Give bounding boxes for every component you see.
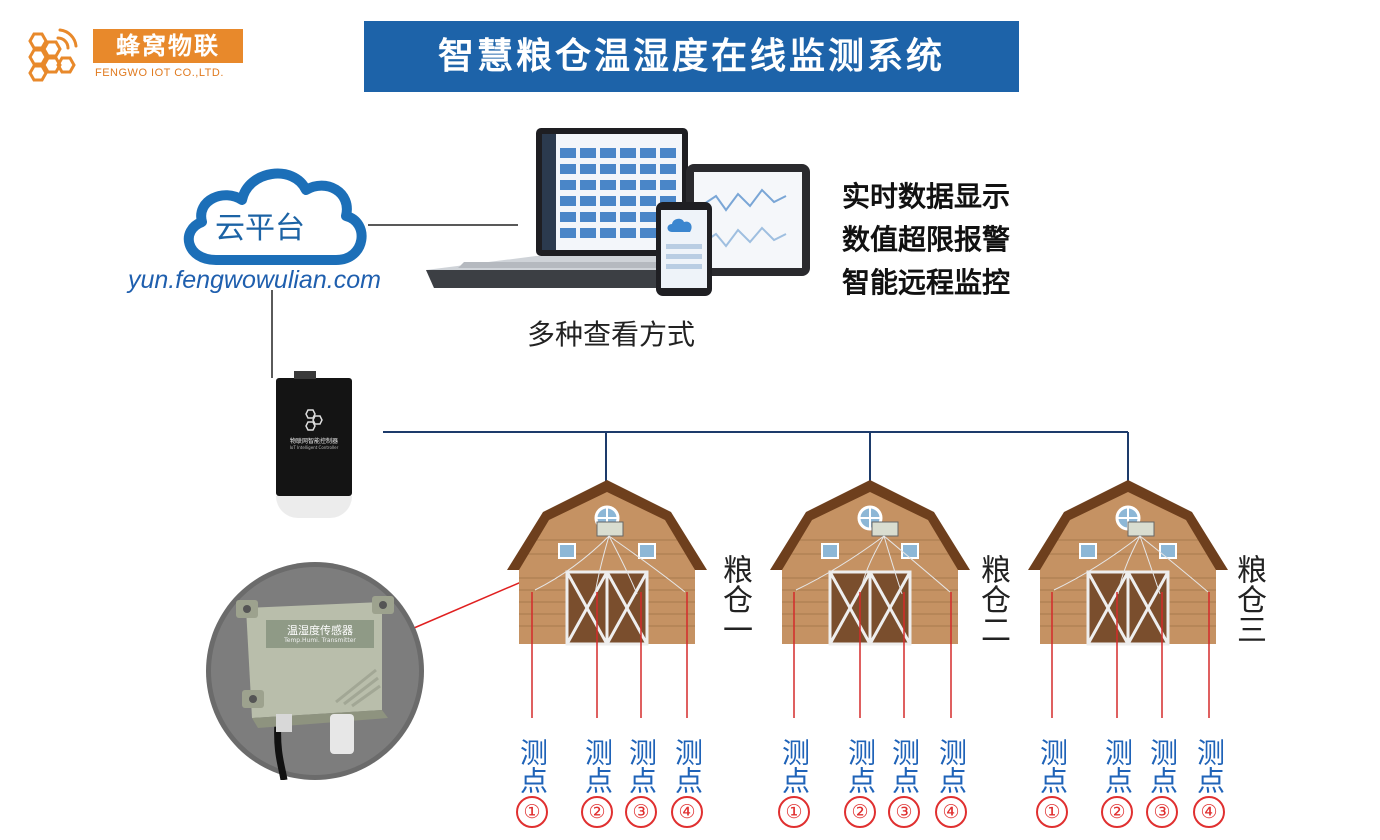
logo-chinese-name: 蜂窝物联 <box>93 29 243 63</box>
measure-point-text: 测点 <box>625 738 658 794</box>
measure-point-number: ④ <box>1193 796 1225 828</box>
measure-point-number: ② <box>581 796 613 828</box>
controller-label-en: IoT Intelligent Controller <box>289 445 339 450</box>
measure-point-number: ① <box>1036 796 1068 828</box>
measure-point-number: ② <box>1101 796 1133 828</box>
measure-point-text: 测点 <box>844 738 877 794</box>
controller-device: 物联网智能控制器 IoT Intelligent Controller <box>276 371 352 496</box>
granary-barn-2 <box>770 480 970 646</box>
measure-point: 测点 ① <box>510 738 554 828</box>
measure-point-text: 测点 <box>671 738 704 794</box>
measure-point-number: ④ <box>671 796 703 828</box>
measure-point: 测点 ④ <box>1187 738 1231 828</box>
granary-label-text: 粮仓三 <box>1231 554 1266 644</box>
sensor-label-en: Temp.Humi. Transmitter <box>284 637 356 644</box>
measure-point: 测点 ③ <box>1140 738 1184 828</box>
cloud-platform-label: 云平台 <box>215 211 305 246</box>
measure-point-text: 测点 <box>935 738 968 794</box>
honeycomb-logo-icon <box>28 28 78 82</box>
measure-point: 测点 ② <box>1095 738 1139 828</box>
measure-point: 测点 ③ <box>619 738 663 828</box>
measure-point: 测点 ④ <box>665 738 709 828</box>
measure-point-text: 测点 <box>516 738 549 794</box>
antenna-icon <box>294 371 316 379</box>
feature-item: 智能远程监控 <box>842 266 1011 299</box>
measure-point-number: ① <box>778 796 810 828</box>
granary-label-text: 粮仓二 <box>975 554 1010 644</box>
granary-label-text: 粮仓一 <box>717 554 752 644</box>
measure-point-number: ④ <box>935 796 967 828</box>
measure-point-text: 测点 <box>1193 738 1226 794</box>
granary-label-3: 粮仓三 <box>1228 554 1268 654</box>
controller-shadow <box>276 496 352 518</box>
feature-item: 数值超限报警 <box>842 223 1011 256</box>
measure-point-number: ① <box>516 796 548 828</box>
measure-point-text: 测点 <box>1146 738 1179 794</box>
measure-point-text: 测点 <box>778 738 811 794</box>
measure-point-text: 测点 <box>1036 738 1069 794</box>
cloud-icon <box>183 168 367 265</box>
sensor-photo <box>206 562 424 780</box>
devices-illustration <box>426 128 810 296</box>
measure-point-text: 测点 <box>1101 738 1134 794</box>
view-methods-caption: 多种查看方式 <box>527 318 696 351</box>
measure-point-number: ③ <box>625 796 657 828</box>
measure-point-number: ② <box>844 796 876 828</box>
measure-point-number: ③ <box>1146 796 1178 828</box>
logo-english-name: FENGWO IOT CO.,LTD. <box>95 67 224 79</box>
measure-point-number: ③ <box>888 796 920 828</box>
granary-label-2: 粮仓二 <box>972 554 1012 654</box>
measure-point: 测点 ① <box>1030 738 1074 828</box>
granary-label-1: 粮仓一 <box>714 554 754 654</box>
measure-point: 测点 ② <box>838 738 882 828</box>
controller-label-cn: 物联网智能控制器 <box>289 438 338 445</box>
cloud-platform-url[interactable]: yun.fengwowulian.com <box>128 266 381 294</box>
measure-point: 测点 ① <box>772 738 816 828</box>
measure-point-text: 测点 <box>581 738 614 794</box>
feature-item: 实时数据显示 <box>842 180 1011 213</box>
controller-logo-icon <box>305 409 323 431</box>
sensor-label-cn: 温湿度传感器 <box>287 624 353 637</box>
measure-point: 测点 ③ <box>882 738 926 828</box>
measure-point: 测点 ② <box>575 738 619 828</box>
measure-point: 测点 ④ <box>929 738 973 828</box>
page-title: 智慧粮仓温湿度在线监测系统 <box>364 21 1019 92</box>
granary-barn-3 <box>1028 480 1228 646</box>
granary-barn-1 <box>507 480 707 646</box>
measure-point-text: 测点 <box>888 738 921 794</box>
